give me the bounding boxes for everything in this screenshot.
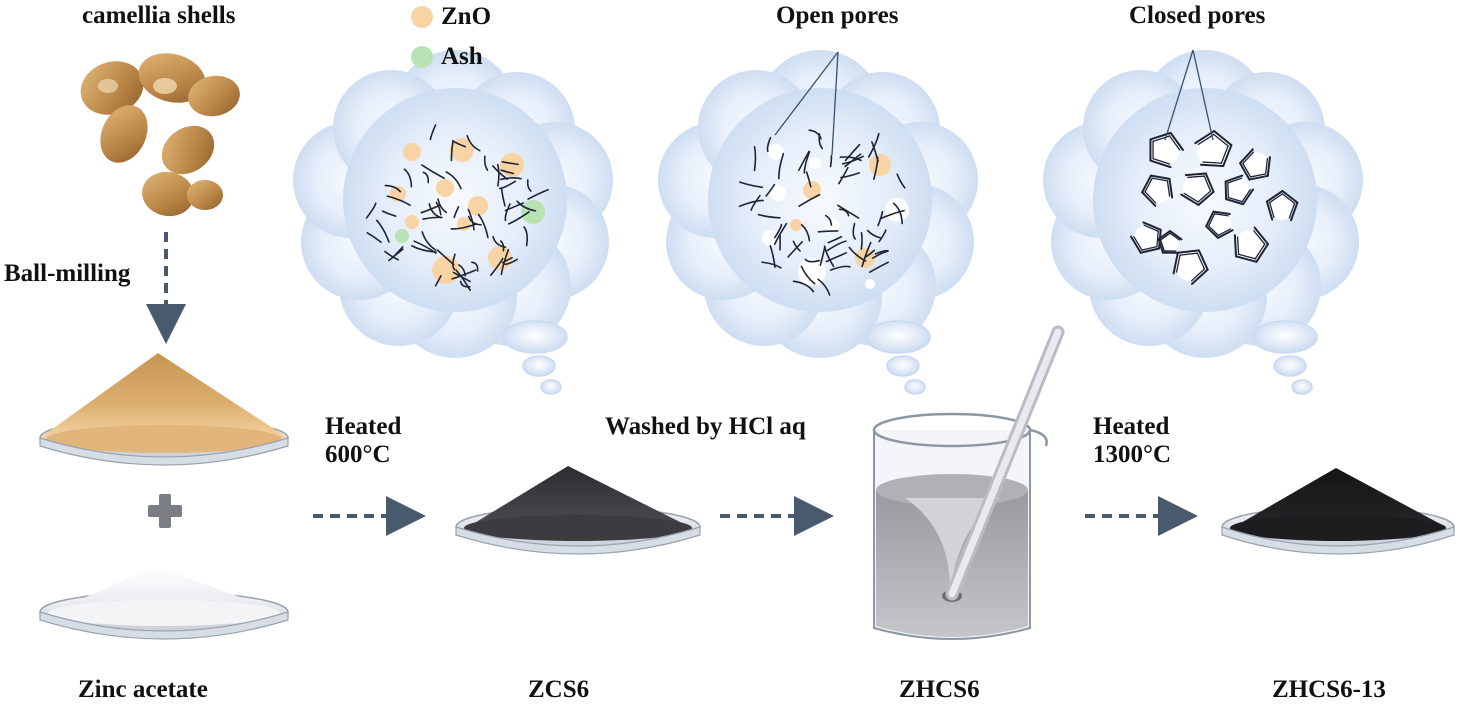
zcs6-label: ZCS6 <box>528 676 589 704</box>
zno-legend-swatch <box>411 6 433 28</box>
thought-bubble <box>1292 380 1312 394</box>
closed-pores-label: Closed pores <box>1129 2 1265 30</box>
zcs6-structure-cloud <box>293 50 613 394</box>
zhcs6-label: ZHCS6 <box>899 676 980 704</box>
zno-particle <box>436 179 454 197</box>
step1-line2: 600°C <box>325 441 401 469</box>
shell-powder-dish <box>40 353 288 465</box>
carbon-shell-segment <box>1235 235 1236 256</box>
zno-particle <box>405 215 419 229</box>
carbon-shell-segment <box>1238 237 1239 254</box>
zno-particle <box>790 219 802 231</box>
thought-bubble <box>503 321 567 353</box>
step3-line2: 1300°C <box>1093 441 1171 469</box>
ash-particle <box>395 229 409 243</box>
zno-particle <box>403 143 421 161</box>
thought-bubble <box>523 356 555 376</box>
camellia-shells-image <box>73 46 243 220</box>
plus-icon <box>148 494 182 528</box>
open-pore <box>885 198 909 222</box>
thought-bubble <box>866 321 930 353</box>
thought-bubble <box>1274 356 1306 376</box>
thought-bubble <box>905 380 925 394</box>
thought-bubble <box>541 380 561 394</box>
thought-bubble <box>1253 321 1317 353</box>
ash-legend-label: Ash <box>441 43 483 71</box>
zcs6-dish <box>456 466 700 554</box>
ball-milling-label: Ball-milling <box>4 260 130 288</box>
beaker-image <box>874 332 1058 639</box>
camellia-shells-label: camellia shells <box>82 2 235 30</box>
open-pore <box>809 157 821 169</box>
carbon-flake <box>861 233 862 249</box>
zinc-acetate-label: Zinc acetate <box>78 676 208 704</box>
zinc-acetate-dish <box>40 566 288 639</box>
thought-bubble <box>887 356 919 376</box>
ash-particle <box>521 200 545 224</box>
zhcs6-13-dish <box>1222 468 1454 554</box>
zno-particle <box>468 196 488 216</box>
zno-particle <box>869 154 891 176</box>
zhcs6-13-structure-cloud <box>1043 50 1363 394</box>
carbon-flake <box>818 231 837 232</box>
zhcs6-13-label: ZHCS6-13 <box>1272 676 1386 704</box>
step1-line1: Heated <box>325 413 401 441</box>
open-pores-label: Open pores <box>776 2 898 30</box>
step2-label: Washed by HCl aq <box>605 413 806 441</box>
zno-particle <box>803 181 821 199</box>
ash-legend-swatch <box>411 46 433 68</box>
carbon-shell-segment <box>1201 165 1223 166</box>
step1-label: Heated 600°C <box>325 413 401 468</box>
zno-legend-label: ZnO <box>441 3 491 31</box>
zhcs6-structure-cloud <box>658 50 978 394</box>
step3-label: Heated 1300°C <box>1093 413 1171 468</box>
step3-line1: Heated <box>1093 413 1171 441</box>
open-pore <box>865 279 875 289</box>
